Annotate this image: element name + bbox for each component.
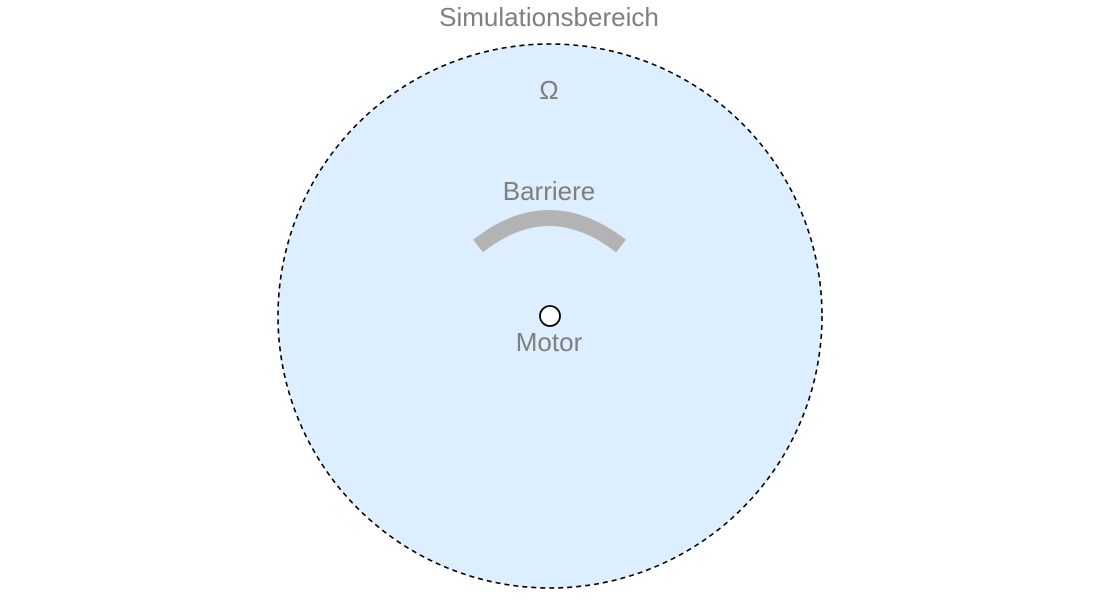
barrier-arc [473, 210, 626, 253]
domain-symbol: Ω [539, 75, 558, 105]
barrier-label: Barriere [503, 176, 595, 206]
motor-marker [539, 305, 561, 327]
domain-title: Simulationsbereich [439, 2, 659, 32]
motor-label: Motor [516, 327, 583, 357]
